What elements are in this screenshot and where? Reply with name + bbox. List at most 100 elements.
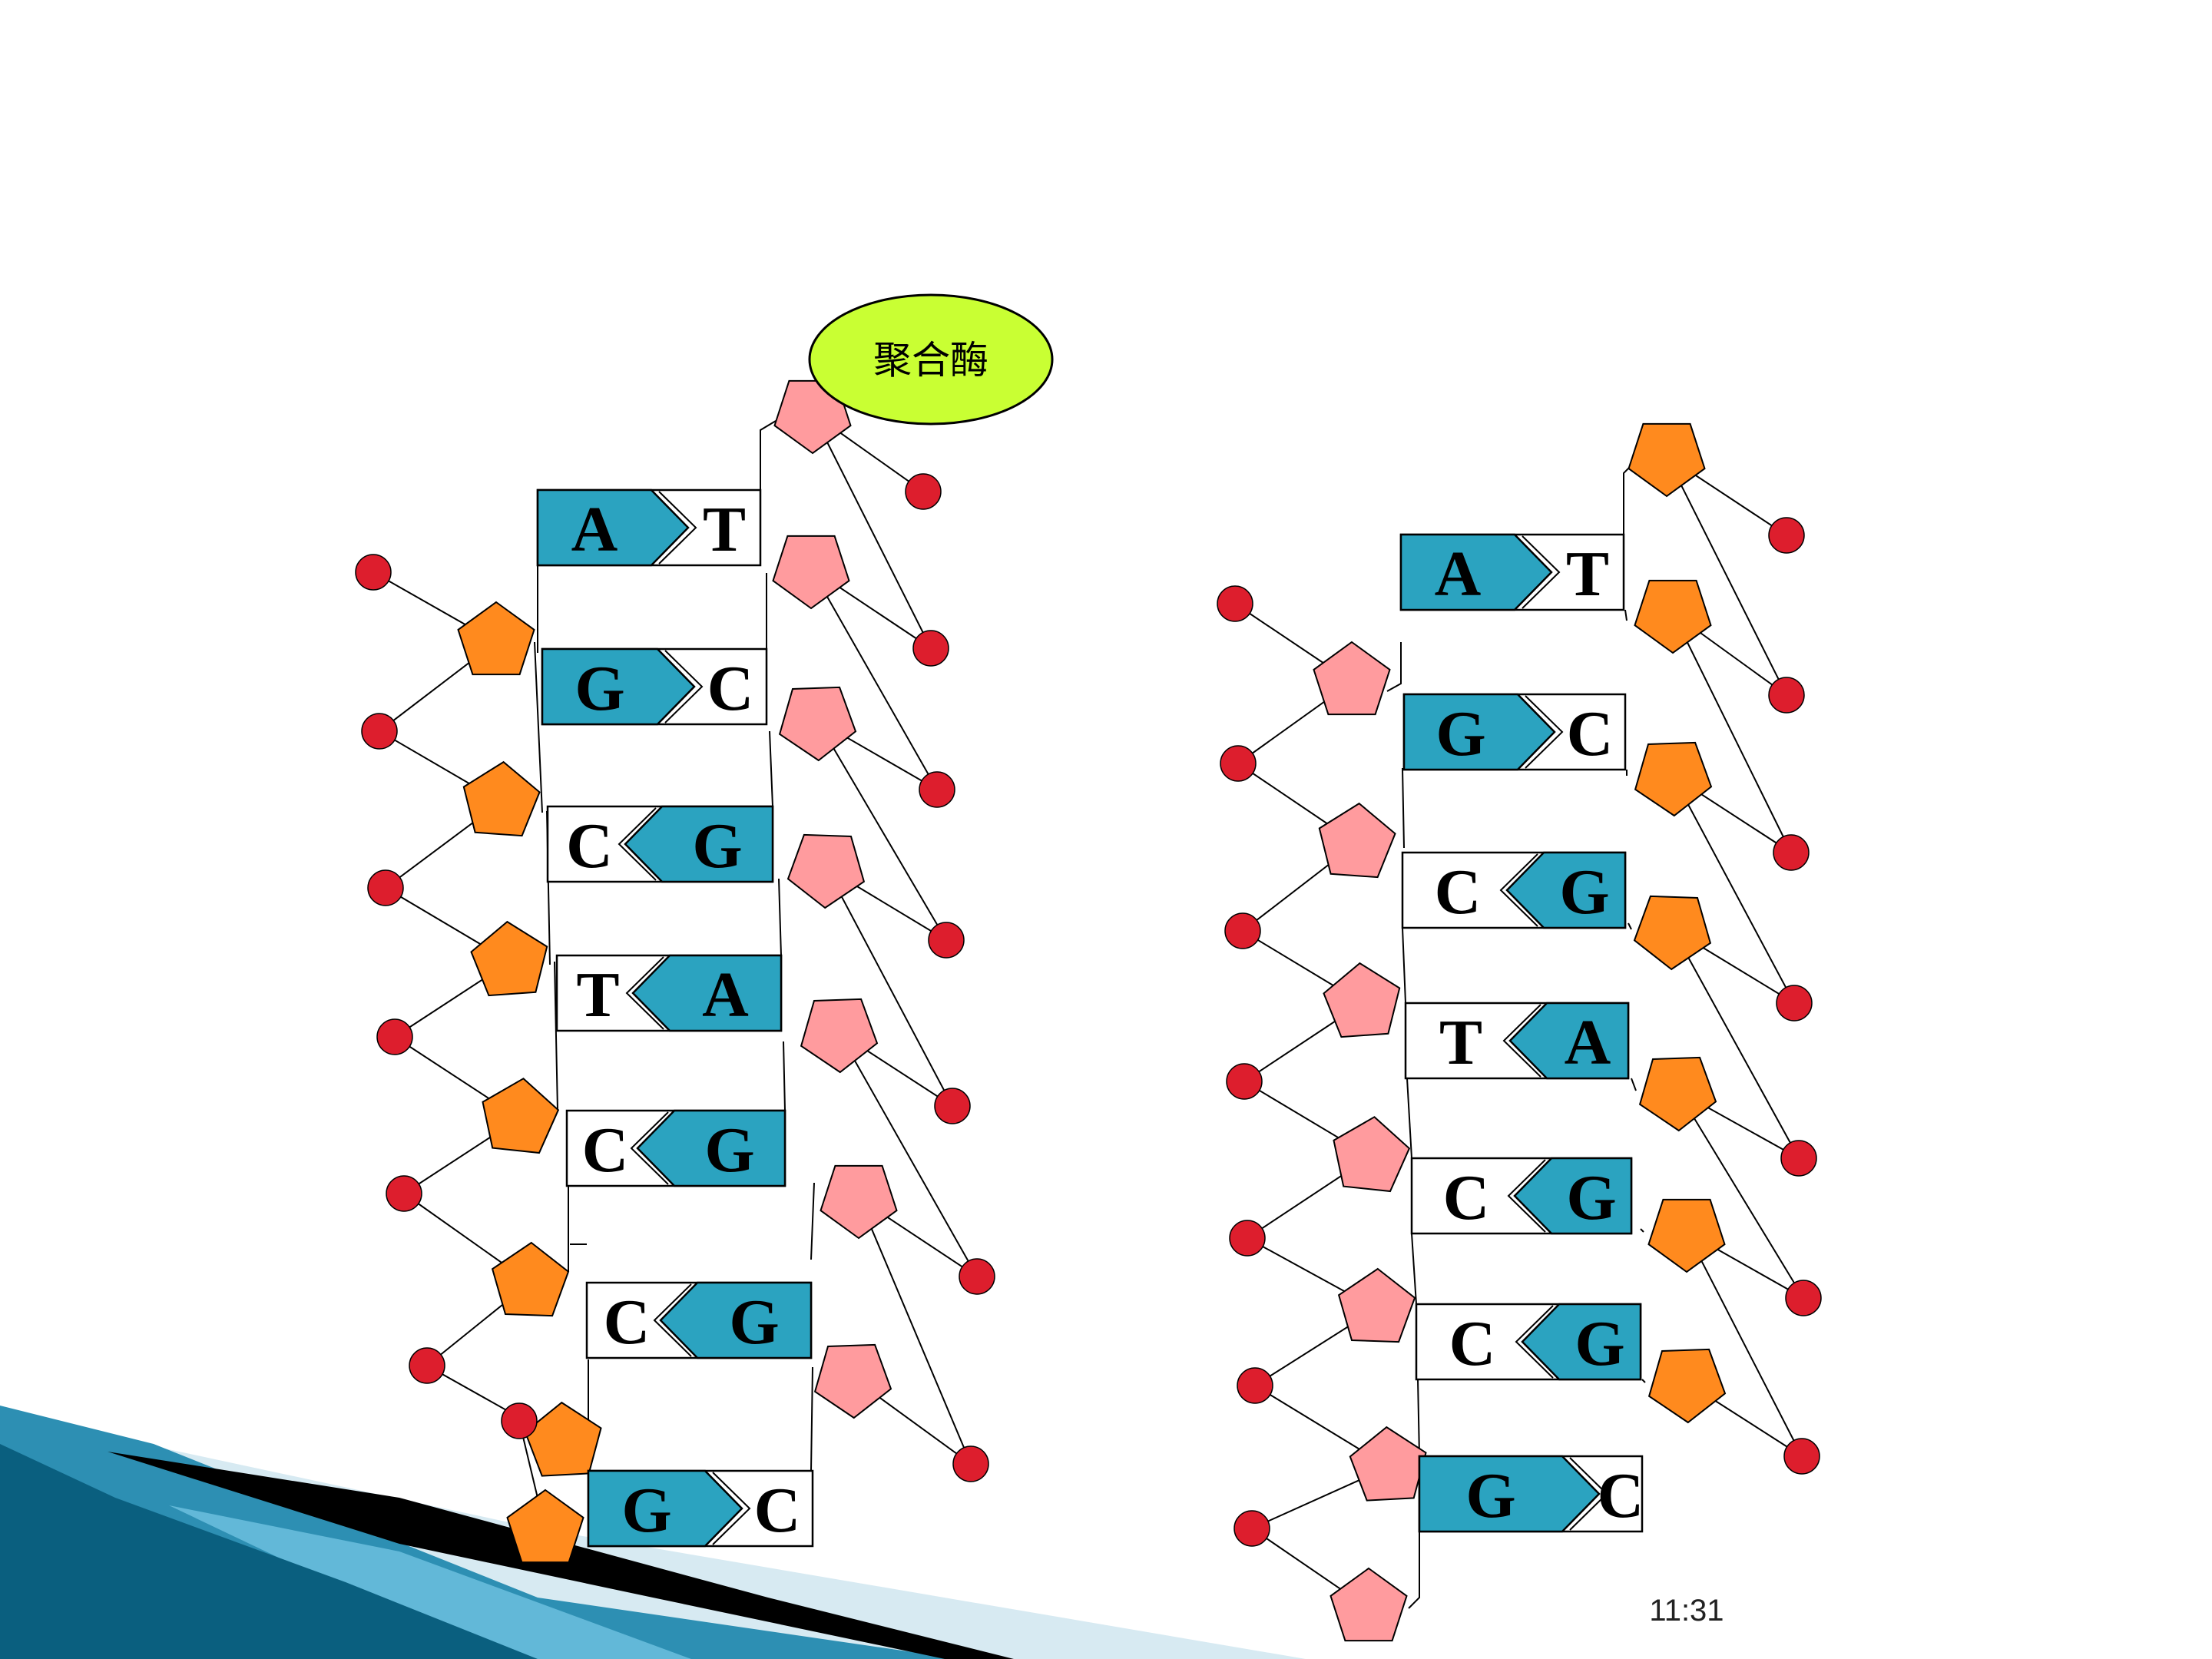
base-shape-right-4 [636, 1109, 786, 1187]
backbone-bond [816, 720, 947, 941]
base-letter-left-1: G [1435, 698, 1485, 770]
base-letter-left-4: C [1443, 1162, 1490, 1233]
base-letter-right-6: C [754, 1475, 801, 1546]
sugar-base-link [778, 878, 782, 956]
phosphate-left [355, 554, 392, 591]
base-letter-left-3: T [576, 959, 619, 1031]
base-shape-right-5 [659, 1281, 813, 1359]
base-shape-right-2 [1505, 851, 1627, 929]
base-notch-3 [625, 956, 664, 1030]
sugar-pentagon-left [1323, 962, 1401, 1038]
backbone-bond [810, 568, 938, 790]
base-letter-right-2: G [1559, 856, 1609, 928]
base-notch-1 [664, 650, 704, 724]
base-notch-0 [658, 491, 697, 565]
phosphate-right [1768, 677, 1805, 714]
sugar-base-link [1402, 767, 1405, 849]
phosphate-right [1780, 1140, 1817, 1177]
base-letter-left-6: G [621, 1475, 671, 1546]
base-letter-right-0: T [1566, 538, 1609, 610]
base-shape-right-5 [1521, 1303, 1642, 1381]
sugar-pentagon-left [1349, 1426, 1427, 1502]
phosphate-left [1217, 585, 1253, 622]
base-letter-right-5: G [1575, 1308, 1624, 1379]
decor-light-stripe [169, 1505, 691, 1659]
base-notch-5 [653, 1283, 692, 1357]
sugar-pentagon-left [1313, 641, 1391, 716]
sugar-base-link [554, 961, 558, 1111]
sugar-base-link [1624, 609, 1628, 621]
phosphate-right [919, 771, 955, 808]
base-letter-right-4: G [1566, 1162, 1616, 1233]
sugar-base-link [1417, 1379, 1420, 1457]
phosphate-left [386, 1175, 422, 1212]
base-shape-left-0 [1399, 533, 1553, 611]
base-letter-right-5: G [729, 1286, 779, 1358]
base-notch-6 [712, 1472, 751, 1545]
base-letter-left-4: C [582, 1114, 629, 1186]
base-notch-5 [1515, 1305, 1554, 1379]
phosphate-right [928, 922, 965, 959]
base-shape-left-1 [541, 647, 696, 726]
base-notch-1 [1525, 695, 1564, 769]
backbone-bond [838, 1031, 978, 1277]
base-letter-left-2: C [1435, 856, 1482, 928]
decor-dark-wave [0, 1444, 538, 1659]
sugar-pentagon-right [1633, 895, 1712, 971]
sugar-pentagon-right [1638, 1056, 1717, 1132]
phosphate-left [1220, 745, 1257, 782]
base-notch-6 [1569, 1457, 1608, 1531]
phosphate-right [1783, 1438, 1820, 1475]
phosphate-left [1224, 912, 1261, 949]
base-letter-right-3: A [1565, 1007, 1611, 1078]
sugar-base-link [810, 1182, 815, 1260]
sugar-pentagon-right [820, 1164, 898, 1240]
base-shape-right-3 [631, 954, 783, 1032]
slide-time: 11:31 [1649, 1594, 1724, 1628]
phosphate-left [367, 869, 404, 906]
sugar-pentagon-left [457, 601, 535, 676]
sugar-pentagon-right [778, 686, 857, 762]
base-shape-right-3 [1508, 1002, 1630, 1080]
sugar-pentagon-right [773, 379, 852, 455]
sugar-base-link [1406, 1078, 1412, 1159]
backbone-bond [1672, 929, 1800, 1159]
backbone-bond [1672, 612, 1792, 853]
base-letter-left-3: T [1439, 1007, 1482, 1078]
sugar-base-link [1640, 1228, 1644, 1233]
sugar-base-link [1408, 1532, 1420, 1609]
sugar-base-link [783, 1041, 786, 1111]
backbone-bond [1686, 1231, 1803, 1457]
sugar-pentagon-right [786, 833, 866, 909]
polymerase-enzyme: 聚合酶 [808, 293, 1054, 426]
sugar-base-link [534, 641, 543, 813]
phosphate-left [376, 1018, 413, 1055]
backbone-bond [858, 1197, 972, 1465]
phosphate-left [501, 1402, 538, 1439]
base-shape-left-6 [1418, 1455, 1601, 1533]
base-letter-right-3: A [702, 959, 749, 1031]
base-letter-left-5: C [1449, 1308, 1496, 1379]
sugar-base-link [1631, 1078, 1637, 1091]
phosphate-right [912, 630, 949, 667]
base-notch-2 [618, 807, 657, 881]
sugar-pentagon-left [1333, 1116, 1411, 1193]
sugar-base-link [810, 1366, 813, 1472]
sugar-pentagon-left [470, 920, 548, 997]
sugar-pentagon-right [1647, 1348, 1727, 1424]
phosphate-left [1237, 1367, 1273, 1404]
base-shape-left-1 [1402, 693, 1556, 771]
phosphate-left [1233, 1510, 1270, 1547]
base-letter-left-6: G [1465, 1460, 1515, 1532]
sugar-base-link [1411, 1233, 1417, 1305]
base-letter-right-0: T [703, 494, 746, 565]
base-notch-0 [1522, 535, 1561, 609]
phosphate-left [1226, 1063, 1263, 1100]
base-letter-left-0: A [571, 494, 618, 565]
sugar-pentagon-right [1634, 579, 1712, 654]
sugar-base-link [1402, 927, 1406, 1004]
base-notch-3 [1502, 1004, 1541, 1078]
phosphate-right [952, 1445, 989, 1482]
